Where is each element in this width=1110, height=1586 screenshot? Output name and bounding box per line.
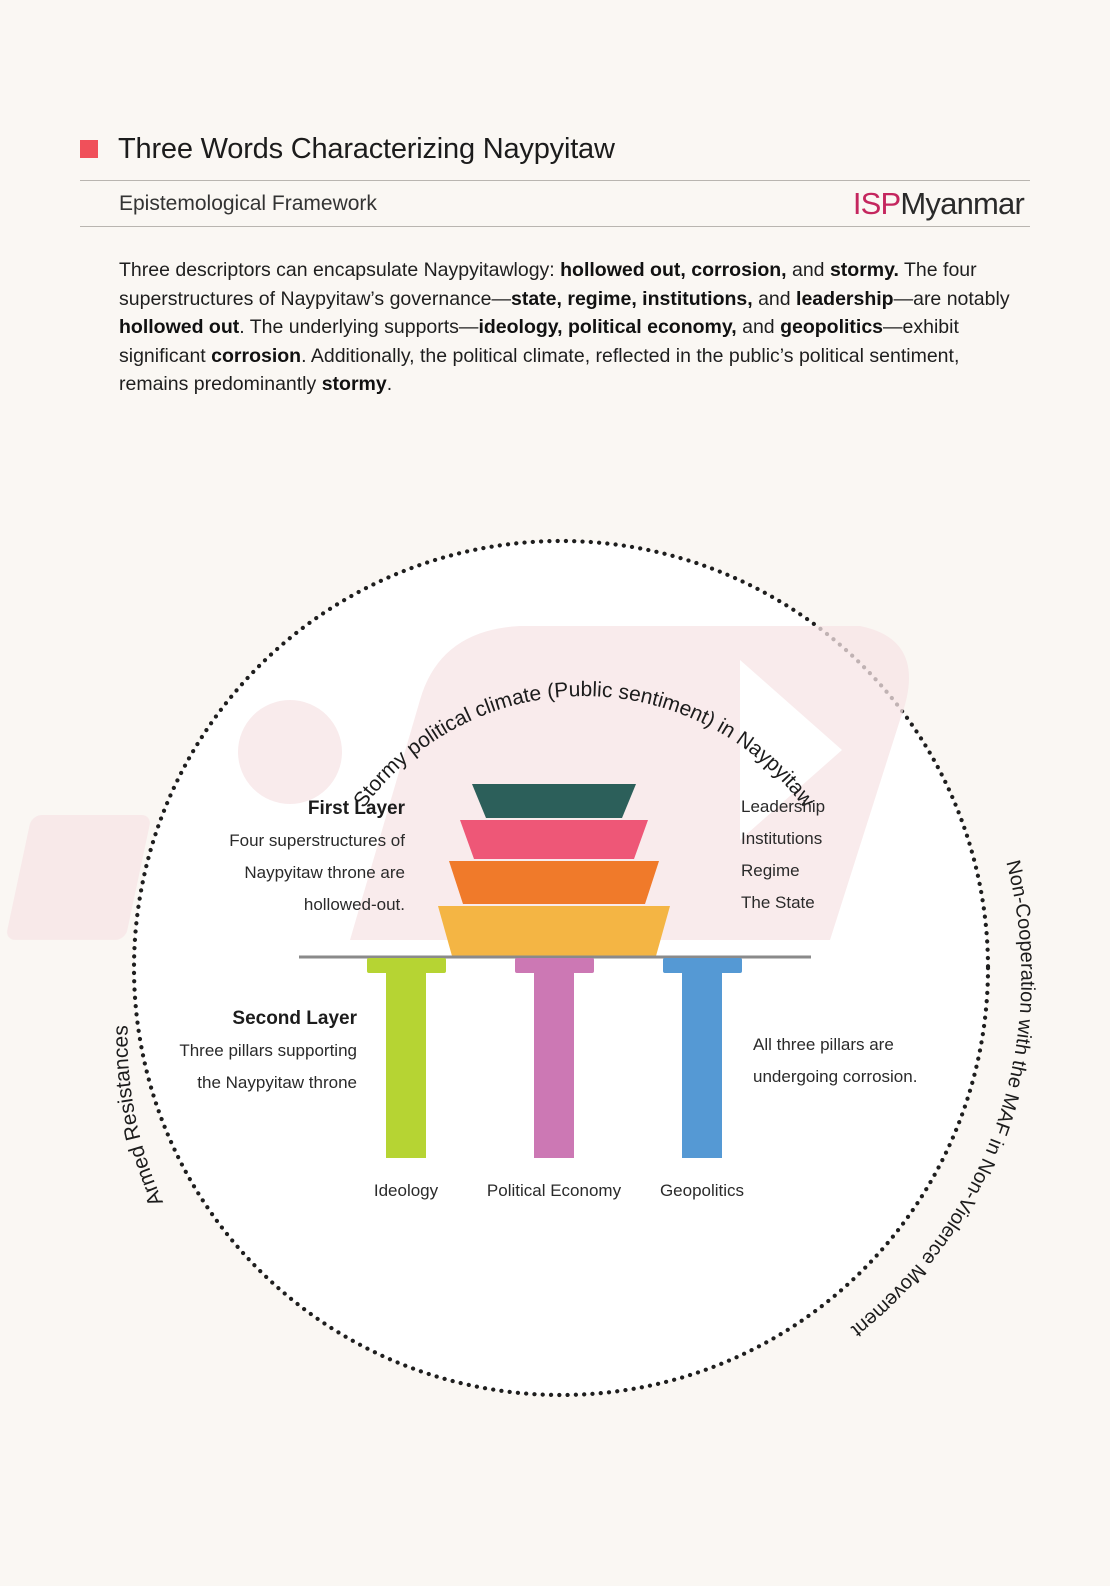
page-title: Three Words Characterizing Naypyitaw — [118, 132, 615, 165]
intro-keyword: state, — [511, 287, 562, 310]
label-regime: Regime — [741, 861, 800, 880]
intro-keyword: geopolitics — [780, 316, 884, 339]
layer-leadership — [472, 784, 636, 818]
page-subtitle: Epistemological Framework — [119, 192, 377, 215]
pillar-label-geopolitics: Geopolitics — [660, 1181, 744, 1200]
header: Three Words Characterizing Naypyitaw — [80, 128, 1030, 170]
label-the-state: The State — [741, 893, 815, 912]
layer-regime — [449, 861, 659, 904]
brand-logo: ISPMyanmar — [852, 186, 1025, 222]
intro-keyword: corrosion — [211, 344, 302, 367]
intro-text-run: and — [752, 287, 797, 310]
pillar-geopolitics — [663, 958, 742, 1158]
intro-text-run: —are notably — [893, 287, 1010, 310]
first-layer-heading: First Layer — [308, 798, 406, 819]
intro-keyword: hollowed out — [119, 316, 240, 339]
intro-keyword: stormy. — [829, 259, 899, 281]
label-leadership: Leadership — [741, 797, 825, 816]
label-institutions: Institutions — [741, 829, 822, 848]
intro-text-run: and — [786, 259, 830, 281]
second-layer-line: Three pillars supporting — [179, 1041, 357, 1060]
intro-text-run: . Additionally, the political climate, r… — [119, 344, 960, 396]
intro-text-run: . The underlying supports— — [239, 316, 479, 339]
layer-the-state — [438, 906, 670, 956]
intro-paragraph: Three descriptors can encapsulate Naypyi… — [119, 256, 1031, 399]
brand-name: Myanmar — [900, 186, 1024, 221]
intro-keyword: corrosion, — [691, 259, 787, 281]
intro-keyword: leadership — [796, 287, 894, 310]
pillar-ideology — [367, 958, 446, 1158]
intro-keyword: stormy — [321, 373, 387, 396]
first-layer-line: Naypyitaw throne are — [244, 863, 405, 882]
intro-text-run: . — [386, 373, 393, 396]
intro-keyword: ideology, — [478, 316, 563, 339]
intro-text-run: The four superstructures of Naypyitaw’s … — [119, 259, 977, 310]
intro-keyword: hollowed out, — [560, 259, 686, 281]
intro-text-run: Three descriptors can encapsulate Naypyi… — [119, 259, 561, 281]
second-layer-heading: Second Layer — [232, 1008, 357, 1029]
intro-keyword: institutions, — [642, 287, 753, 310]
title-row: Three Words Characterizing Naypyitaw — [80, 128, 1030, 170]
superstructure-stack — [438, 784, 670, 956]
corrosion-note-line: All three pillars are — [753, 1035, 894, 1054]
pillar-label-political-economy: Political Economy — [487, 1181, 622, 1200]
header-rule-top — [80, 180, 1030, 181]
intro-keyword: regime, — [567, 287, 637, 310]
pillar-political-economy — [515, 958, 594, 1158]
layer-institutions — [460, 820, 648, 859]
dotted-circle — [131, 538, 991, 1398]
intro-keyword: political economy, — [568, 316, 737, 339]
intro-text-run: and — [736, 316, 781, 339]
pillar-label-ideology: Ideology — [374, 1181, 439, 1200]
first-layer-line: Four superstructures of — [229, 831, 405, 850]
first-layer-line: hollowed-out. — [304, 895, 405, 914]
second-layer-line: the Naypyitaw throne — [197, 1073, 357, 1092]
title-marker — [80, 140, 98, 158]
intro-text-run: —exhibit significant — [119, 316, 959, 367]
brand-isp: ISP — [852, 186, 901, 221]
header-rule-bottom — [80, 226, 1030, 227]
corrosion-note-line: undergoing corrosion. — [753, 1067, 917, 1086]
